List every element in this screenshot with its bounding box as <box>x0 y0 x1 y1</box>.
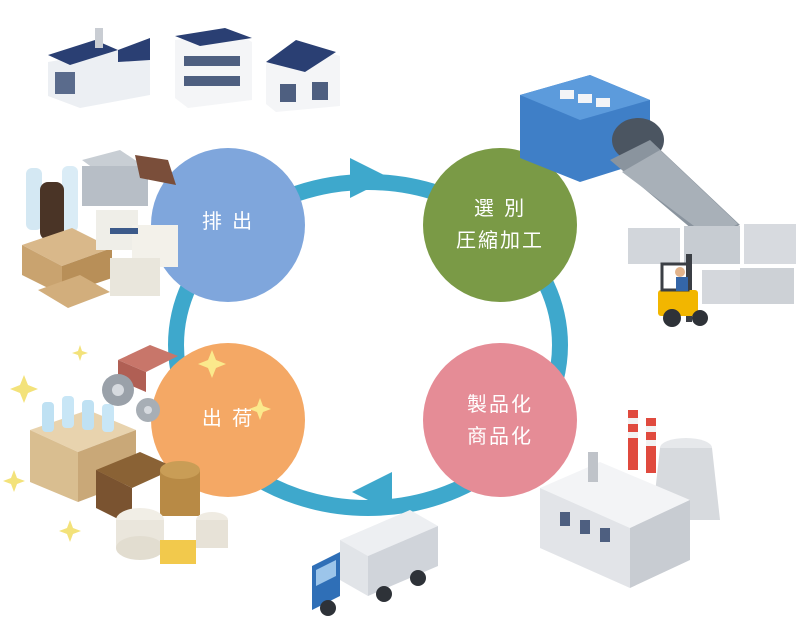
sparkle-icons <box>3 345 271 542</box>
sparkle-icon <box>72 345 88 361</box>
node-shipping <box>151 343 305 497</box>
factory-illustration <box>540 410 720 588</box>
truck-illustration <box>312 510 438 616</box>
arrow-left-icon <box>352 472 392 512</box>
node-discharge <box>151 148 305 302</box>
sparkle-icon <box>198 350 226 378</box>
cycle-ring <box>168 158 568 516</box>
node-production <box>423 343 577 497</box>
compressed-bales-illustration <box>628 224 796 304</box>
sparkle-icon <box>3 470 25 492</box>
buildings-illustration <box>48 28 340 112</box>
forklift-illustration <box>658 254 708 327</box>
node-sorting <box>423 148 577 302</box>
sorting-machine-illustration <box>520 75 740 240</box>
recycled-products-illustration <box>30 345 228 564</box>
sparkle-icon <box>59 520 81 542</box>
sparkle-icon <box>249 398 271 420</box>
sparkle-icon <box>10 375 38 403</box>
waste-materials-illustration <box>22 150 178 308</box>
arrow-right-icon <box>350 158 390 198</box>
